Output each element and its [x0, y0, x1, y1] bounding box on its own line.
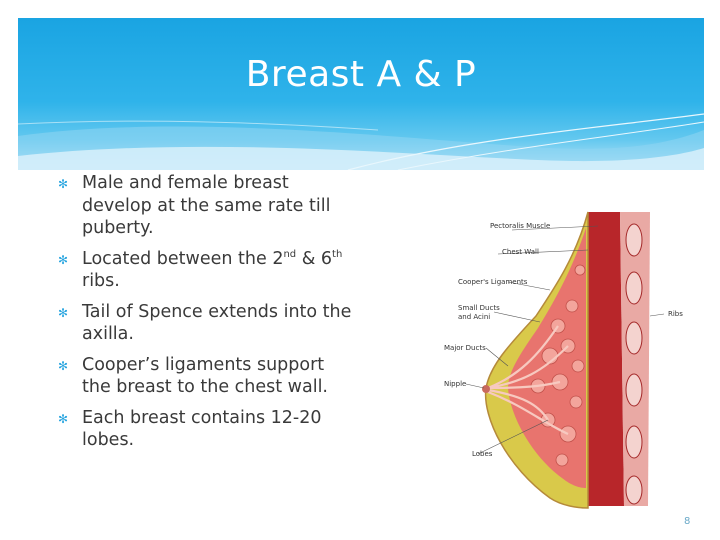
label-small-ducts: Small Ducts	[458, 304, 500, 312]
wave-decoration	[18, 113, 704, 170]
bullet-item: ✻ Male and female breast develop at the …	[58, 172, 358, 240]
ordinal-suffix: th	[332, 248, 343, 260]
bullet-list: ✻ Male and female breast develop at the …	[58, 172, 358, 460]
anatomy-drawing	[465, 211, 665, 509]
bullet-text-end: ribs.	[82, 271, 120, 291]
bullet-marker-icon: ✻	[58, 305, 69, 320]
bullet-marker-icon: ✻	[58, 177, 69, 191]
label-pectoralis-muscle: Pectoralis Muscle	[490, 222, 551, 230]
label-chest-wall: Chest Wall	[502, 248, 539, 256]
bullet-item: ✻ Located between the 2nd & 6th ribs.	[58, 248, 358, 293]
bullet-marker-icon: ✻	[58, 252, 69, 267]
ordinal-suffix: nd	[283, 248, 297, 260]
bullet-text: Each breast contains 12-20 lobes.	[82, 407, 322, 451]
bullet-text-start: Located between the 2	[82, 248, 284, 269]
label-nipple: Nipple	[444, 380, 467, 388]
bullet-item: ✻ Tail of Spence extends into the axilla…	[58, 301, 358, 346]
bullet-text: Male and female breast develop at the sa…	[82, 173, 331, 238]
label-and-acini: and Acini	[458, 313, 491, 321]
title-banner	[18, 18, 704, 170]
bullet-text: Cooper’s ligaments support the breast to…	[82, 354, 328, 398]
bullet-text: Tail of Spence extends into the axilla.	[82, 301, 352, 345]
page-number: 8	[684, 516, 691, 527]
label-coopers-ligaments: Cooper's Ligaments	[458, 278, 528, 286]
bullet-marker-icon: ✻	[58, 411, 69, 426]
label-major-ducts: Major Ducts	[444, 344, 486, 352]
slide-title: Breast A & P	[245, 54, 477, 95]
bullet-item: ✻ Cooper’s ligaments support the breast …	[58, 354, 358, 399]
label-lobes: Lobes	[472, 450, 493, 458]
bullet-text-middle: & 6	[296, 248, 333, 269]
bullet-marker-icon: ✻	[58, 358, 69, 373]
bullet-item: ✻ Each breast contains 12-20 lobes.	[58, 407, 358, 452]
label-ribs: Ribs	[668, 310, 683, 318]
breast-anatomy-illustration: Pectoralis Muscle Chest Wall Cooper's Li…	[438, 206, 700, 510]
